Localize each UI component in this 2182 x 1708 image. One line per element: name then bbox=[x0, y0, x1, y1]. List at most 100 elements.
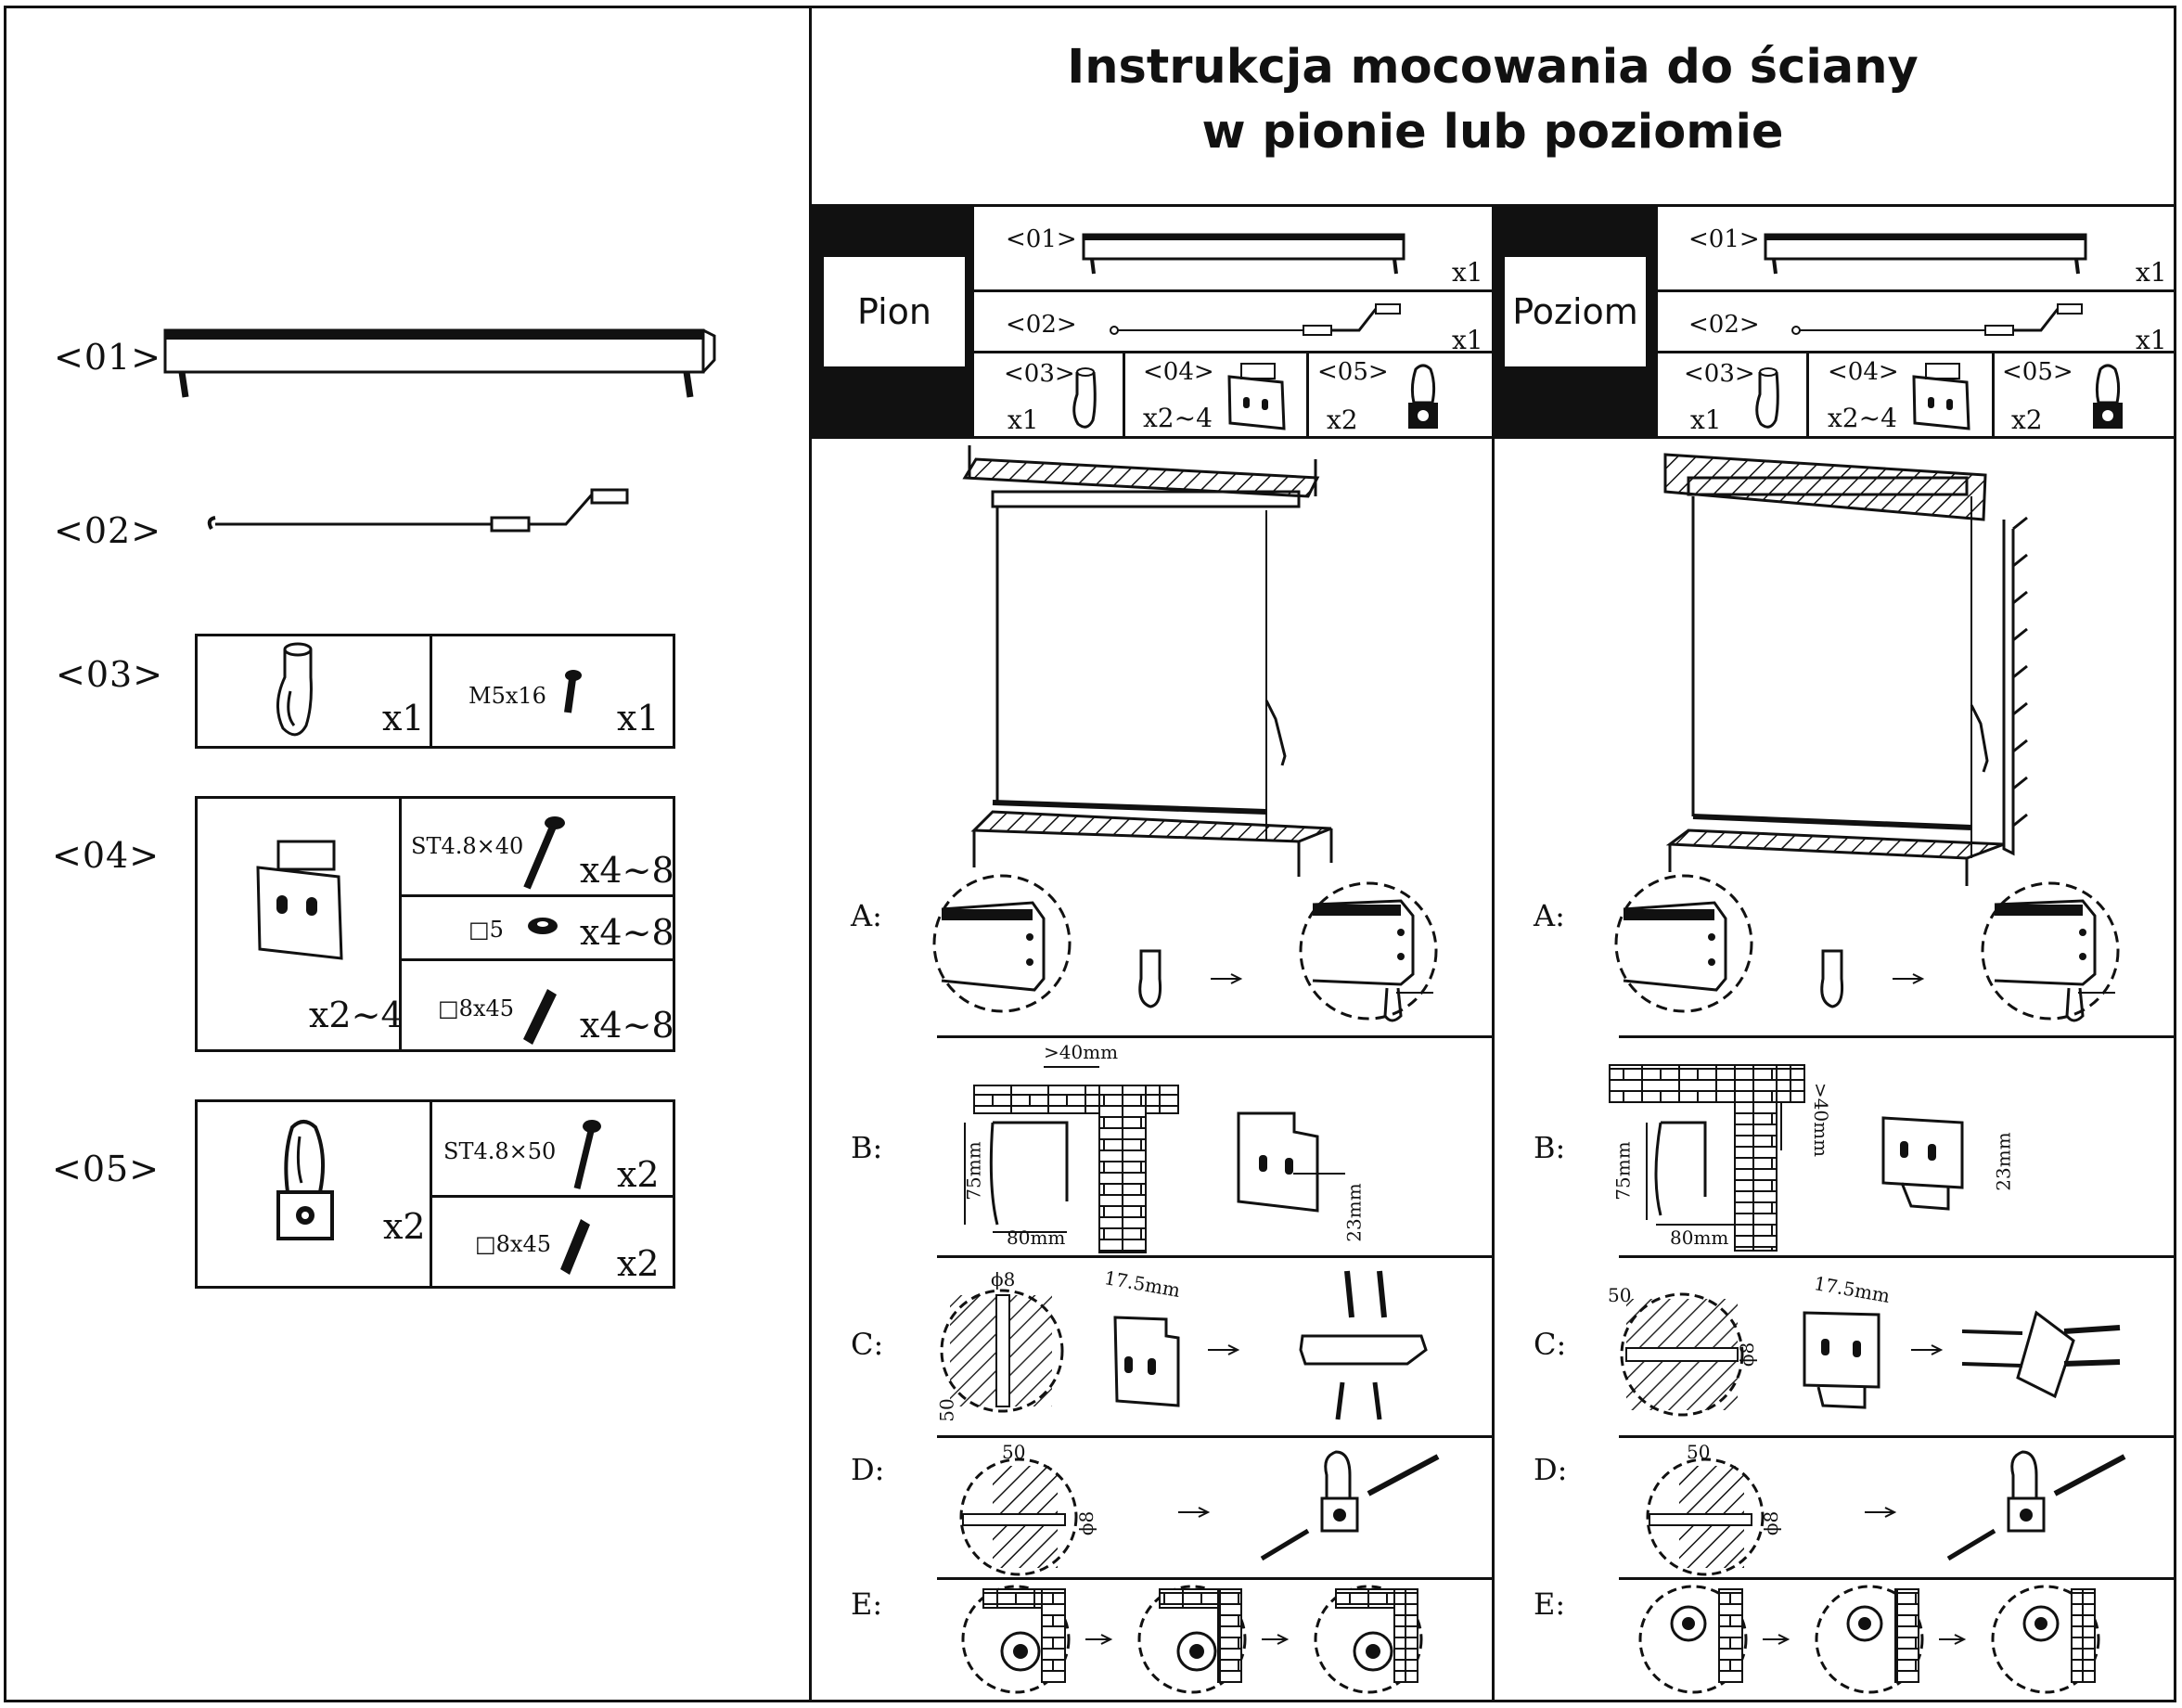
part-03-label: <03> bbox=[56, 654, 164, 695]
pion-c4-qty: x2~4 bbox=[1143, 403, 1213, 433]
page-title: Instrukcja mocowania do ściany w pionie … bbox=[812, 35, 2174, 165]
screw-icon bbox=[573, 1120, 601, 1189]
pion-name: Pion bbox=[824, 257, 965, 366]
poziom-c3-label: <03> bbox=[1684, 360, 1755, 388]
poziom-step-c-label: C: bbox=[1534, 1327, 1567, 1362]
part-04-screw-label: ST4.8×40 bbox=[411, 833, 524, 859]
part-04-washer-label: □5 bbox=[468, 917, 504, 943]
poziom-step-d-drawing bbox=[1646, 1450, 2126, 1576]
title-divider bbox=[812, 204, 2176, 207]
pion-c3-qty: x1 bbox=[1008, 405, 1039, 435]
poziom-step-d-label: D: bbox=[1534, 1452, 1568, 1487]
pion-b-width-dim: 80mm bbox=[1007, 1226, 1066, 1249]
crank-rod-icon bbox=[207, 488, 629, 533]
pion-step-line-b bbox=[937, 1255, 1492, 1258]
part-04-anchor-qty: x4~8 bbox=[580, 1005, 674, 1046]
pion-step-a-label: A: bbox=[851, 898, 882, 933]
pion-c-depth-dim: 50 bbox=[935, 1398, 958, 1422]
part-04-screw-qty: x4~8 bbox=[580, 850, 674, 891]
poziom-c3-qty: x1 bbox=[1690, 405, 1722, 435]
roller-tube-icon bbox=[1082, 233, 1405, 275]
part-05-anchor-qty: x2 bbox=[617, 1243, 660, 1284]
washer-icon bbox=[528, 918, 558, 934]
outer-frame bbox=[4, 6, 2176, 1702]
poziom-overview-drawing bbox=[1663, 453, 2028, 886]
hook-clip-icon bbox=[276, 642, 313, 737]
wall-bracket-icon bbox=[1227, 363, 1286, 430]
hook-clip-icon bbox=[1755, 367, 1779, 429]
pion-r2-qty: x1 bbox=[1452, 325, 1483, 355]
pion-step-d-drawing bbox=[959, 1450, 1440, 1576]
poziom-step-line-d bbox=[1619, 1577, 2176, 1580]
pion-c-diameter-dim: ϕ8 bbox=[991, 1268, 1016, 1291]
pion-c3-label: <03> bbox=[1004, 360, 1075, 388]
pion-d-depth-dim: 50 bbox=[1002, 1441, 1026, 1463]
poziom-b-width-dim: 80mm bbox=[1670, 1226, 1729, 1249]
pion-d-diameter-dim: ϕ8 bbox=[1075, 1510, 1098, 1536]
poziom-step-c-drawing bbox=[1620, 1292, 2121, 1417]
part-04-box bbox=[195, 796, 675, 1052]
poziom-col-line-1 bbox=[1806, 351, 1809, 438]
poziom-row-line-2 bbox=[1658, 351, 2176, 353]
poziom-c5-qty: x2 bbox=[2011, 405, 2043, 435]
part-01-label: <01> bbox=[54, 337, 162, 378]
screw-icon bbox=[523, 816, 565, 890]
part-05-screw-qty: x2 bbox=[617, 1154, 660, 1195]
pion-b-gap-dim: >40mm bbox=[1044, 1041, 1119, 1063]
pion-r1-label: <01> bbox=[1006, 225, 1077, 253]
part-04-divider-h2 bbox=[399, 958, 675, 961]
poziom-r1-label: <01> bbox=[1688, 225, 1760, 253]
poziom-step-b-drawing bbox=[1609, 1064, 1964, 1252]
part-03-divider bbox=[430, 634, 432, 749]
poziom-c4-label: <04> bbox=[1828, 358, 1899, 386]
pion-step-c-label: C: bbox=[851, 1327, 884, 1362]
poziom-c-diameter-dim: ϕ8 bbox=[1736, 1342, 1759, 1368]
title-line-2: w pionie lub poziomie bbox=[1201, 105, 1784, 160]
poziom-b-hole-dim: 23mm bbox=[1992, 1132, 2015, 1191]
poziom-step-a-label: A: bbox=[1534, 898, 1565, 933]
panel-divider bbox=[1492, 206, 1495, 1700]
pion-b-hole-dim: 23mm bbox=[1342, 1183, 1366, 1242]
part-02-label: <02> bbox=[54, 510, 162, 551]
pion-step-line-a bbox=[937, 1035, 1492, 1038]
part-05-anchor-label: □8x45 bbox=[475, 1231, 552, 1257]
pion-step-line-d bbox=[937, 1577, 1492, 1580]
eye-bracket-icon bbox=[1408, 364, 1438, 429]
part-05-divider bbox=[430, 1099, 432, 1289]
part-05-qty: x2 bbox=[383, 1206, 426, 1247]
poziom-r1-qty: x1 bbox=[2136, 257, 2167, 288]
pion-row-line-2 bbox=[974, 351, 1494, 353]
pion-step-e-drawing bbox=[961, 1585, 1423, 1694]
roller-tube-icon bbox=[163, 328, 716, 398]
poziom-c4-qty: x2~4 bbox=[1828, 403, 1897, 433]
pion-step-b-label: B: bbox=[851, 1130, 883, 1165]
part-04-label: <04> bbox=[52, 835, 160, 876]
poziom-c5-label: <05> bbox=[2002, 358, 2073, 386]
poziom-row-line-1 bbox=[1658, 289, 2176, 292]
wall-bracket-icon bbox=[1912, 363, 1970, 430]
pion-step-b-drawing bbox=[964, 1066, 1345, 1253]
crank-rod-icon bbox=[1791, 303, 2083, 336]
poziom-b-height-dim: 75mm bbox=[1611, 1141, 1635, 1201]
pion-r1-qty: x1 bbox=[1452, 257, 1483, 288]
crank-rod-icon bbox=[1110, 303, 1401, 336]
part-04-anchor-label: □8x45 bbox=[438, 995, 515, 1021]
part-05-box bbox=[195, 1099, 675, 1289]
eye-bracket-icon bbox=[2093, 364, 2123, 429]
part-03-screw-qty: x1 bbox=[617, 698, 660, 738]
part-04-washer-qty: x4~8 bbox=[580, 912, 674, 953]
part-04-qty: x2~4 bbox=[309, 995, 404, 1035]
hook-clip-icon bbox=[1072, 367, 1097, 429]
part-03-screw-label: M5x16 bbox=[468, 683, 546, 709]
pion-row-line-1 bbox=[974, 289, 1494, 292]
wall-bracket-icon bbox=[256, 840, 343, 960]
column-divider bbox=[809, 6, 812, 1702]
pion-step-d-label: D: bbox=[851, 1452, 885, 1487]
eye-bracket-icon bbox=[276, 1120, 334, 1240]
roller-tube-icon bbox=[1764, 233, 2087, 275]
pion-c4-label: <04> bbox=[1143, 358, 1214, 386]
wall-plug-icon bbox=[523, 989, 557, 1045]
poziom-step-e-drawing bbox=[1638, 1585, 2100, 1694]
poziom-step-a-drawing bbox=[1614, 874, 2120, 1022]
